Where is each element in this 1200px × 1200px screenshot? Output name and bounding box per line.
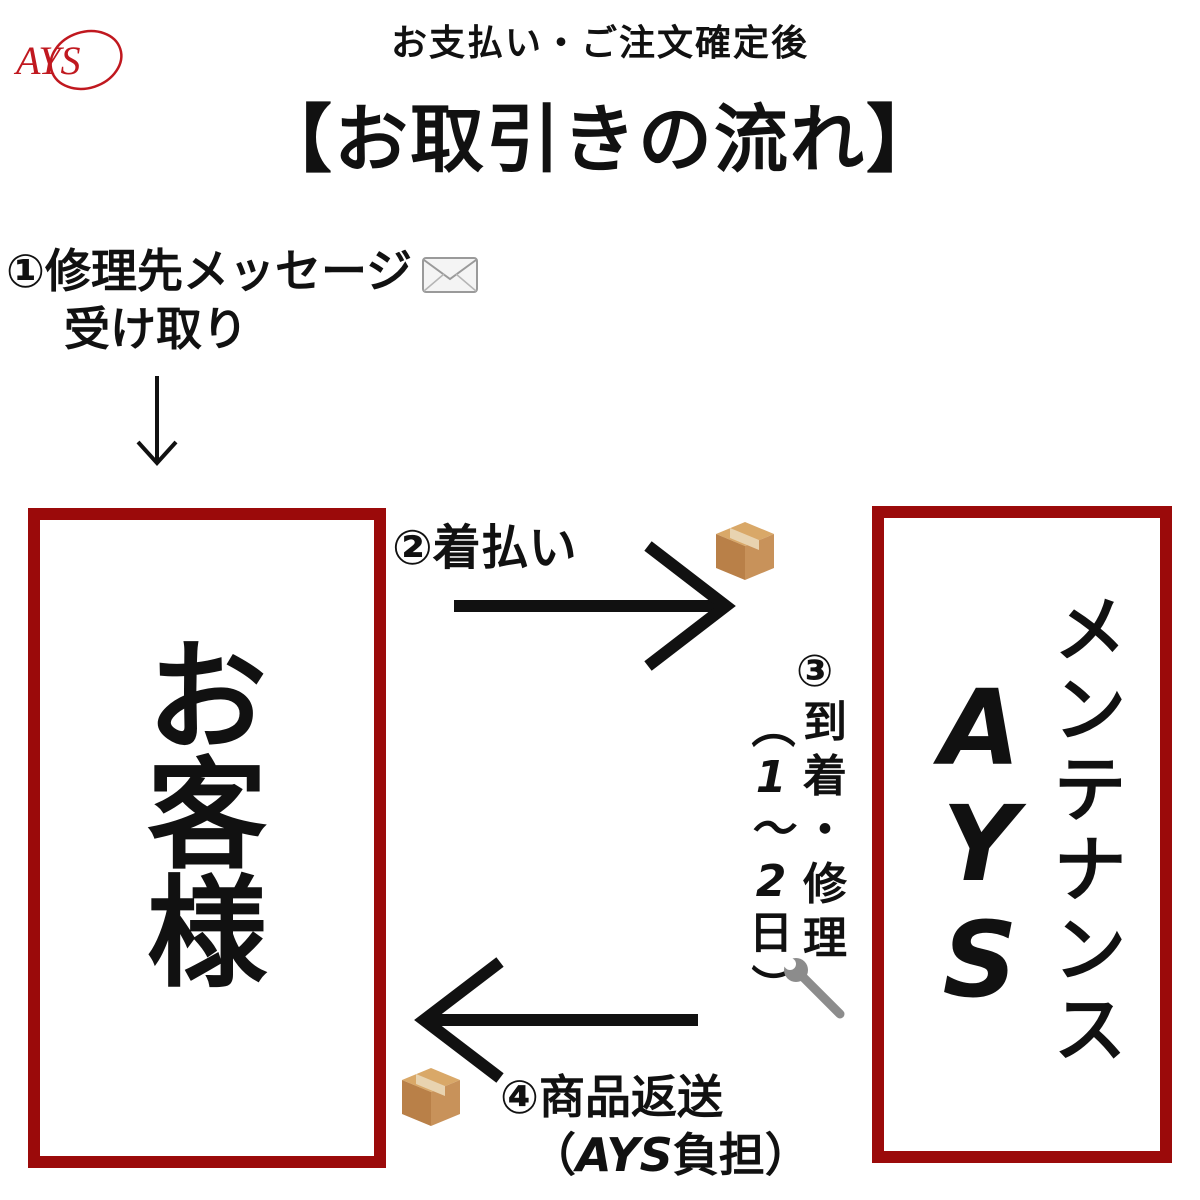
step1-down-arrow	[136, 376, 178, 466]
customer-label: お客様	[28, 629, 386, 1004]
maintenance-char: テ	[1053, 748, 1126, 832]
step3-label: 到着・修理	[800, 696, 850, 966]
maintenance-char: メ	[1053, 588, 1126, 672]
step2-label: ②着払い	[392, 520, 577, 576]
maintenance-char: ス	[1053, 988, 1126, 1072]
maintenance-char: ン	[1053, 908, 1126, 992]
maintenance-char: ン	[1053, 668, 1126, 752]
step4-text: ④商品返送 （AYS負担）	[500, 1068, 811, 1184]
step3-number: ③	[796, 646, 834, 697]
step3-duration: （ 1〜2 日 ）	[746, 700, 797, 1012]
page-title: 【お取引きの流れ】	[258, 97, 942, 183]
step4-line1: ④商品返送	[500, 1070, 723, 1124]
step3-label-char: 着	[803, 751, 847, 802]
ays-logo: AYS	[13, 29, 123, 91]
step1-text: ①修理先メッセージ 受け取り	[6, 242, 479, 358]
step1-line1: ①修理先メッセージ	[6, 244, 413, 298]
package-icon	[402, 1068, 460, 1126]
envelope-icon	[422, 256, 479, 293]
left-arrow	[414, 957, 698, 1083]
step3-label-char: 理	[803, 913, 847, 964]
step1-line2: 受け取り	[64, 302, 248, 356]
package-icon	[716, 522, 774, 580]
maintenance-char: ナ	[1053, 828, 1126, 912]
step3-label-char: ・	[803, 805, 847, 856]
ays-name-char: A	[939, 667, 1021, 789]
ays-name-char: S	[942, 899, 1018, 1021]
right-arrow	[454, 541, 736, 671]
duration-char: 1	[755, 752, 787, 803]
customer-box	[28, 508, 386, 1168]
customer-label-char: 様	[147, 865, 267, 1004]
duration-day: 日	[749, 908, 793, 959]
svg-text:AYS: AYS	[13, 38, 80, 83]
customer-label-char: お	[147, 629, 267, 768]
maintenance-label: メンテナンス	[1045, 590, 1135, 1070]
ays-name-char: Y	[942, 783, 1018, 905]
wrench-icon	[784, 958, 845, 1019]
paren-open: （	[746, 704, 797, 748]
duration-char: 〜	[749, 804, 793, 855]
duration-char: 2	[755, 856, 787, 907]
step3-label-char: 修	[803, 859, 847, 910]
subtitle: お支払い・ご注文確定後	[390, 23, 809, 64]
step4-line2: （AYS負担）	[530, 1128, 811, 1182]
step3-label-char: 到	[803, 697, 847, 748]
customer-label-char: 客	[147, 747, 267, 886]
duration-value: 1〜2	[746, 752, 796, 908]
ays-box	[872, 506, 1172, 1163]
